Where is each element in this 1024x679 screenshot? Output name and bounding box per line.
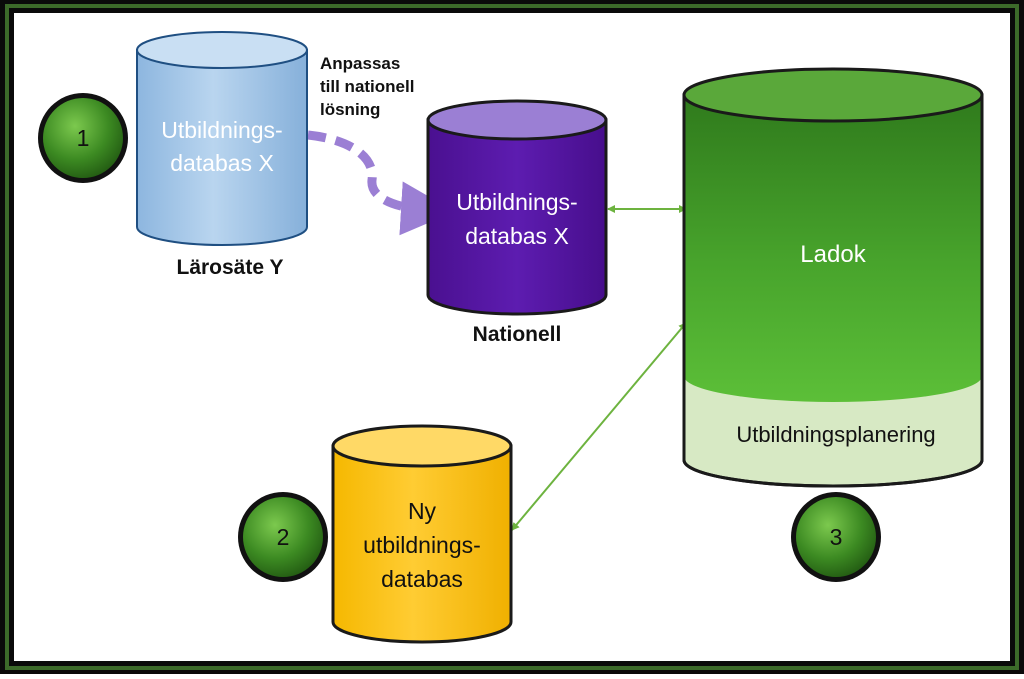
migration-note-line-2: till nationell (320, 77, 414, 96)
migration-note-line-3: lösning (320, 100, 380, 119)
local-database: Utbildnings- databas X (136, 31, 308, 246)
local-db-line-2: databas X (170, 150, 274, 176)
marker-1: 1 (38, 93, 128, 183)
ladok-title: Ladok (800, 241, 866, 268)
new-database: Ny utbildnings- databas (331, 424, 513, 644)
marker-2: 2 (238, 492, 328, 582)
new-db-line-1: Ny (408, 498, 437, 524)
connector-new-ladok (511, 322, 687, 531)
marker-1-label: 1 (77, 125, 90, 151)
new-db-line-3: databas (381, 566, 463, 592)
national-db-caption: Nationell (473, 323, 562, 346)
ladok-database: Ladok Utbildningsplanering (682, 67, 984, 488)
national-database: Utbildnings- databas X (426, 99, 608, 316)
national-db-line-2: databas X (465, 223, 569, 249)
marker-3: 3 (791, 492, 881, 582)
marker-2-label: 2 (277, 524, 290, 550)
migration-arrow (307, 130, 455, 236)
migration-note: Anpassas till nationell lösning (320, 54, 414, 119)
new-db-line-2: utbildnings- (363, 532, 481, 558)
local-db-caption: Lärosäte Y (177, 256, 284, 279)
national-db-line-1: Utbildnings- (456, 189, 577, 215)
local-db-line-1: Utbildnings- (161, 117, 282, 143)
marker-3-label: 3 (830, 524, 843, 550)
migration-note-line-1: Anpassas (320, 54, 400, 73)
ladok-section-label: Utbildningsplanering (736, 422, 935, 447)
